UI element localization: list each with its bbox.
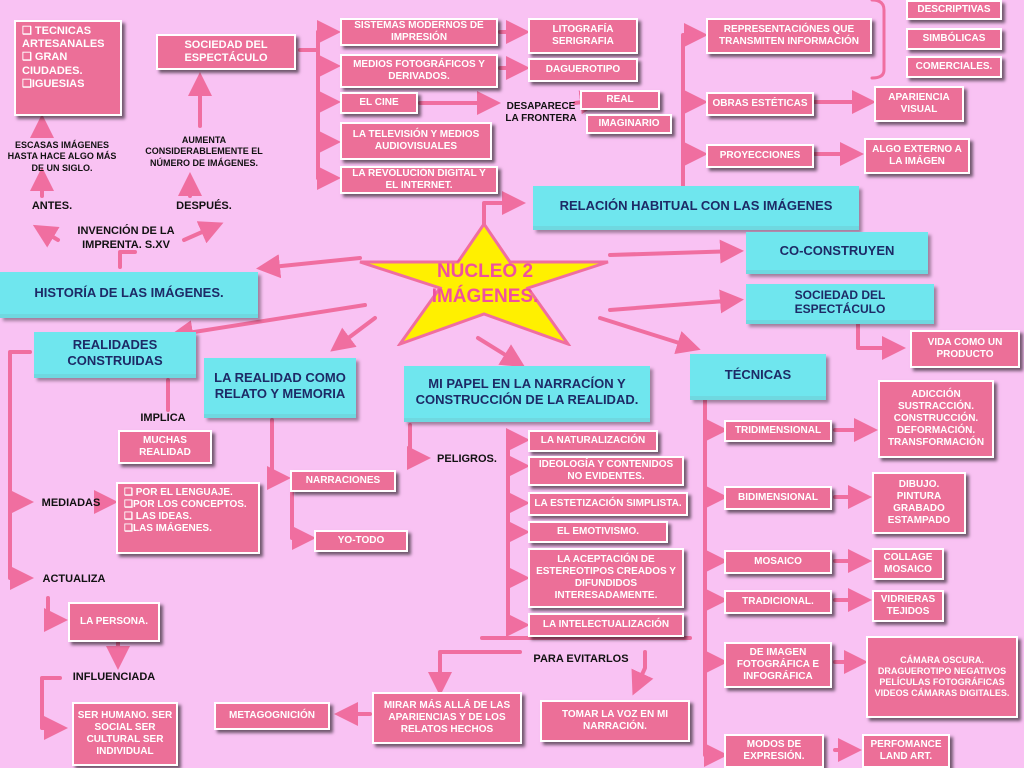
- tecnica-fotografica: DE IMAGEN FOTOGRÁFICA E INFOGRÁFICA: [724, 642, 832, 688]
- aumenta-label: AUMENTA CONSIDERABLEMENTE EL NÚMERO DE I…: [145, 135, 263, 168]
- sociedad-espectaculo-title: SOCIEDAD DEL ESPECTÁCULO: [746, 284, 934, 324]
- obras-esteticas-box: OBRAS ESTÉTICAS: [706, 92, 814, 116]
- tecnica-bidimensional: BIDIMENSIONAL: [724, 486, 832, 510]
- peligros-label: PELIGROS.: [437, 453, 497, 466]
- tipo-comerciales: COMERCIALES.: [906, 56, 1002, 78]
- tecnica-modos-expresion: MODOS DE EXPRESIÓN.: [724, 734, 824, 768]
- ser-humano-box: SER HUMANO. SER SOCIAL SER CULTURAL SER …: [72, 702, 178, 766]
- detalle-tradicional: VIDRIERAS TEJIDOS: [872, 590, 944, 622]
- relato-title: LA REALIDAD COMO RELATO Y MEMORIA: [204, 358, 356, 418]
- tecnica-mosaico: MOSAICO: [724, 550, 832, 574]
- proyecciones-box: PROYECCIONES: [706, 144, 814, 168]
- persona-box: LA PERSONA.: [68, 602, 160, 642]
- mediadas-list-item: ❑POR LOS CONCEPTOS.: [124, 499, 247, 510]
- metacognicion-box: METAGOGNICIÓN: [214, 702, 330, 730]
- coconstruyen-title: CO-CONSTRUYEN: [746, 232, 928, 274]
- antes-list-item: ❑IGUESIAS: [22, 77, 85, 90]
- detalle-fotografica: CÁMARA OSCURA. DRAGUEROTIPO NEGATIVOS PE…: [866, 636, 1018, 718]
- realidades-title: REALIDADES CONSTRUIDAS: [34, 332, 196, 378]
- antes-list-item: ❑ TECNICAS ARTESANALES: [22, 25, 105, 51]
- antes-list: ❑ TECNICAS ARTESANALES ❑ GRAN CIUDADES. …: [14, 20, 122, 116]
- influenciada-label: INFLUENCIADA: [72, 671, 156, 684]
- peligro-intelectualizacion: LA INTELECTUALIZACIÓN: [528, 613, 684, 637]
- vida-producto-box: VIDA COMO UN PRODUCTO: [910, 330, 1020, 368]
- detalle-tridimensional: ADICCIÓN SUSTRACCIÓN. CONSTRUCCIÓN. DEFO…: [878, 380, 994, 458]
- medio-cine: EL CINE: [340, 92, 418, 114]
- detalle-bidimensional: DIBUJO. PINTURA GRABADO ESTAMPADO: [872, 472, 966, 534]
- mirar-box: MIRAR MÁS ALLÁ DE LAS APARIENCIAS Y DE L…: [372, 692, 522, 744]
- imaginario-box: IMAGINARIO: [586, 114, 672, 134]
- medio-digital: LA REVOLUCIÓN DIGITAL Y EL INTERNET.: [340, 166, 498, 194]
- mediadas-label: MEDIADAS: [41, 497, 101, 510]
- tecnicas-title: TÉCNICAS: [690, 354, 826, 400]
- mediadas-list-item: ❑ POR EL LENGUAJE.: [124, 487, 233, 498]
- peligro-ideologia: IDEOLOGÍA Y CONTENIDOS NO EVIDENTES.: [528, 456, 684, 486]
- medio-fotografico: MEDIOS FOTOGRÁFICOS Y DERIVADOS.: [340, 54, 498, 88]
- peligro-naturalizacion: LA NATURALIZACIÓN: [528, 430, 658, 452]
- despues-label: DESPUÉS.: [176, 200, 232, 213]
- escasas-label: ESCASAS IMÁGENES HASTA HACE ALGO MÁS DE …: [7, 140, 117, 173]
- historia-title: HISTORÍA DE LAS IMÁGENES.: [0, 272, 258, 318]
- litografia-box: LITOGRAFÍA SERIGRAFIA: [528, 18, 638, 54]
- narraciones-box: NARRACIONES: [290, 470, 396, 492]
- sociedad-espectaculo-history: SOCIEDAD DEL ESPECTÁCULO: [156, 34, 296, 70]
- para-evitarlos-label: PARA EVITARLOS: [533, 653, 629, 666]
- desaparece-label: DESAPARECE LA FRONTERA: [505, 100, 577, 125]
- tipo-simbolicas: SIMBÓLICAS: [906, 28, 1002, 50]
- detalle-mosaico: COLLAGE MOSAICO: [872, 548, 944, 580]
- antes-list-item: ❑ GRAN CIUDADES.: [22, 51, 83, 77]
- peligro-emotivismo: EL EMOTIVISMO.: [528, 521, 668, 543]
- yotodo-box: YO-TODO: [314, 530, 408, 552]
- papel-title: MI PAPEL EN LA NARRACÍON Y CONSTRUCCIÓN …: [404, 366, 650, 422]
- real-box: REAL: [580, 90, 660, 110]
- apariencia-box: APARIENCIA VISUAL: [874, 86, 964, 122]
- actualiza-label: ACTUALIZA: [42, 573, 106, 586]
- detalle-modos: PERFOMANCE LAND ART.: [862, 734, 950, 768]
- medio-television: LA TELEVISIÓN Y MEDIOS AUDIOVISUALES: [340, 122, 492, 160]
- antes-label: ANTES.: [31, 200, 73, 213]
- mediadas-list: ❑ POR EL LENGUAJE. ❑POR LOS CONCEPTOS. ❑…: [116, 482, 260, 554]
- tipo-descriptivas: DESCRIPTIVAS: [906, 0, 1002, 20]
- mediadas-list-item: ❑ LAS IDEAS.: [124, 511, 192, 522]
- imprenta-label: INVENCIÓN DE LA IMPRENTA. S.XV: [77, 225, 175, 251]
- mediadas-list-item: ❑LAS IMÁGENES.: [124, 523, 212, 534]
- tecnica-tridimensional: TRIDIMENSIONAL: [724, 420, 832, 442]
- daguerotipo-box: DAGUEROTIPO: [528, 58, 638, 82]
- muchas-realidad-box: MUCHAS REALIDAD: [118, 430, 212, 464]
- relacion-title: RELACIÓN HABITUAL CON LAS IMÁGENES: [533, 186, 859, 230]
- algo-externo-box: ALGO EXTERNO A LA IMÁGEN: [864, 138, 970, 174]
- peligro-estetizacion: LA ESTETIZACIÓN SIMPLISTA.: [528, 492, 688, 516]
- medio-impresion: SISTEMAS MODERNOS DE IMPRESIÓN: [340, 18, 498, 46]
- peligro-estereotipos: LA ACEPTACIÓN DE ESTEREOTIPOS CREADOS Y …: [528, 548, 684, 608]
- implica-label: IMPLICA: [140, 412, 186, 425]
- tomar-voz-box: TOMAR LA VOZ EN MI NARRACIÓN.: [540, 700, 690, 742]
- tecnica-tradicional: TRADICIONAL.: [724, 590, 832, 614]
- representaciones-box: REPRESENTACIÓNES QUE TRANSMITEN INFORMAC…: [706, 18, 872, 54]
- core-star-shape: [359, 222, 609, 346]
